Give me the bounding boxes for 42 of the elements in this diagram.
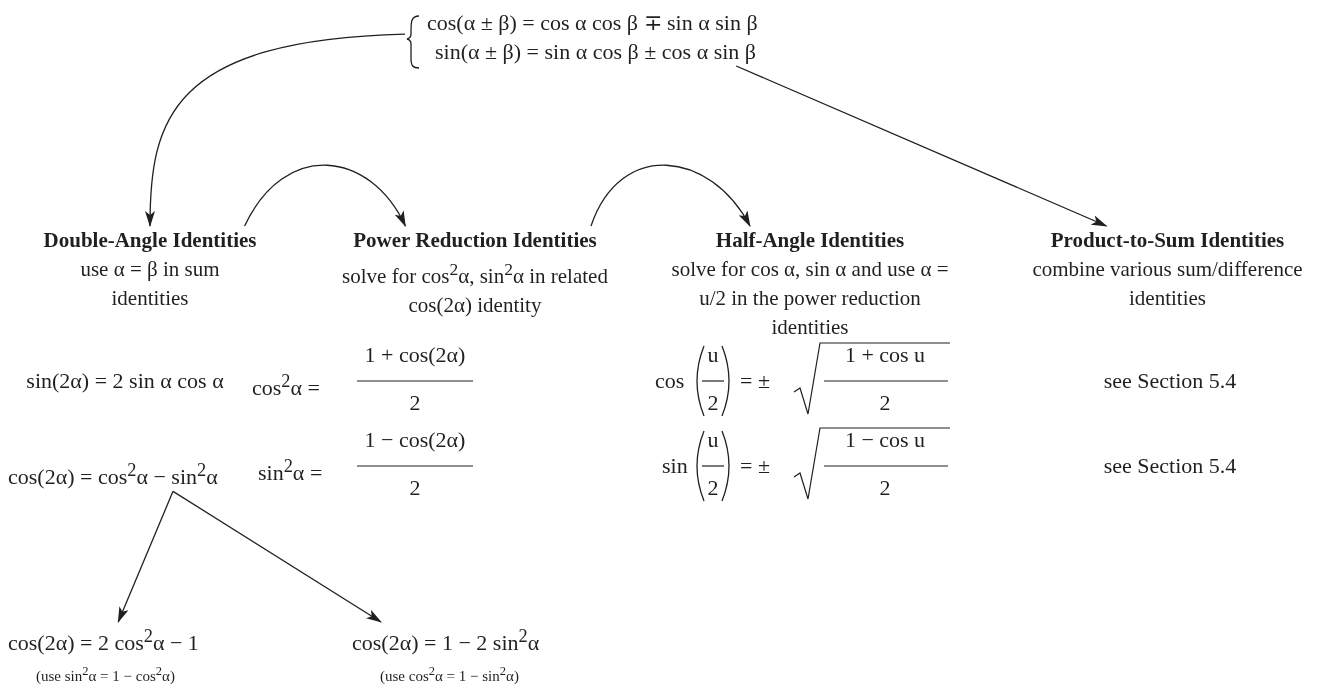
formula-line: sin(α ± β) = sin α cos β ± cos α sin β	[435, 38, 757, 66]
section-heading: Half-Angle Identities	[714, 227, 906, 254]
numerator: 1 + cos u	[844, 342, 926, 368]
arrow	[172, 490, 382, 623]
denominator: see Section 5.4	[1103, 453, 1237, 479]
section-heading: Power Reduction Identities	[352, 227, 598, 254]
denominator: 2	[707, 390, 719, 416]
arrow	[735, 65, 1108, 227]
numerator: 2	[409, 475, 421, 501]
denominator: = ±	[740, 453, 770, 479]
denominator: sin	[662, 453, 688, 479]
formula-text: 1 − cos u	[844, 427, 926, 453]
description-text: solve for cos α, sin α and use α = u/2 in the power reduction identities	[670, 256, 950, 341]
description-text: solve for cos$^{2}$α, sin$^{2}$α in related cos(2α) identity	[341, 258, 609, 319]
arrow	[590, 164, 751, 227]
section-heading: Double-Angle Identities	[42, 227, 258, 254]
note-text: (use cos$^{2}$α = 1 − sin$^{2}$α)	[380, 663, 519, 687]
formula-text: u	[707, 427, 719, 453]
section-heading: Product-to-Sum Identities	[1049, 227, 1286, 254]
numerator: 1 + cos(2α)	[364, 342, 466, 368]
identity-formula: cos(2α) = 1 − 2 sin$^{2}$α	[352, 625, 540, 658]
numerator: 2	[879, 475, 891, 501]
arrow	[243, 164, 407, 227]
identity-formula: cos(2α) = 2 cos$^{2}$α − 1	[8, 625, 199, 658]
note-text: (use sin$^{2}$α = 1 − cos$^{2}$α)	[36, 663, 175, 687]
reference-text: see Section 5.4	[1103, 368, 1237, 394]
formula-text: cos$^{2}$α =	[252, 370, 320, 402]
formula-text: = ±	[740, 368, 770, 394]
arrow	[117, 490, 174, 623]
identity-formula: cos(2α) = cos$^{2}$α − sin$^{2}$α	[8, 459, 218, 492]
numerator: 2	[707, 475, 719, 501]
description-text: combine various sum/difference identities	[1031, 256, 1304, 312]
formula-text: 1 − cos(2α)	[364, 427, 466, 453]
description-text: use α = β in sum identities	[79, 256, 221, 312]
formula-line: cos(α ± β) = cos α cos β ∓ sin α sin β	[427, 9, 758, 37]
denominator: 2	[409, 390, 421, 416]
identity-formula: sin$^{2}$α =	[258, 455, 323, 487]
formula-text: cos	[655, 368, 685, 394]
arrow	[145, 33, 406, 227]
numerator: u	[707, 342, 719, 368]
denominator: 2	[879, 390, 891, 416]
identity-formula: sin(2α) = 2 sin α cos α	[26, 368, 224, 394]
